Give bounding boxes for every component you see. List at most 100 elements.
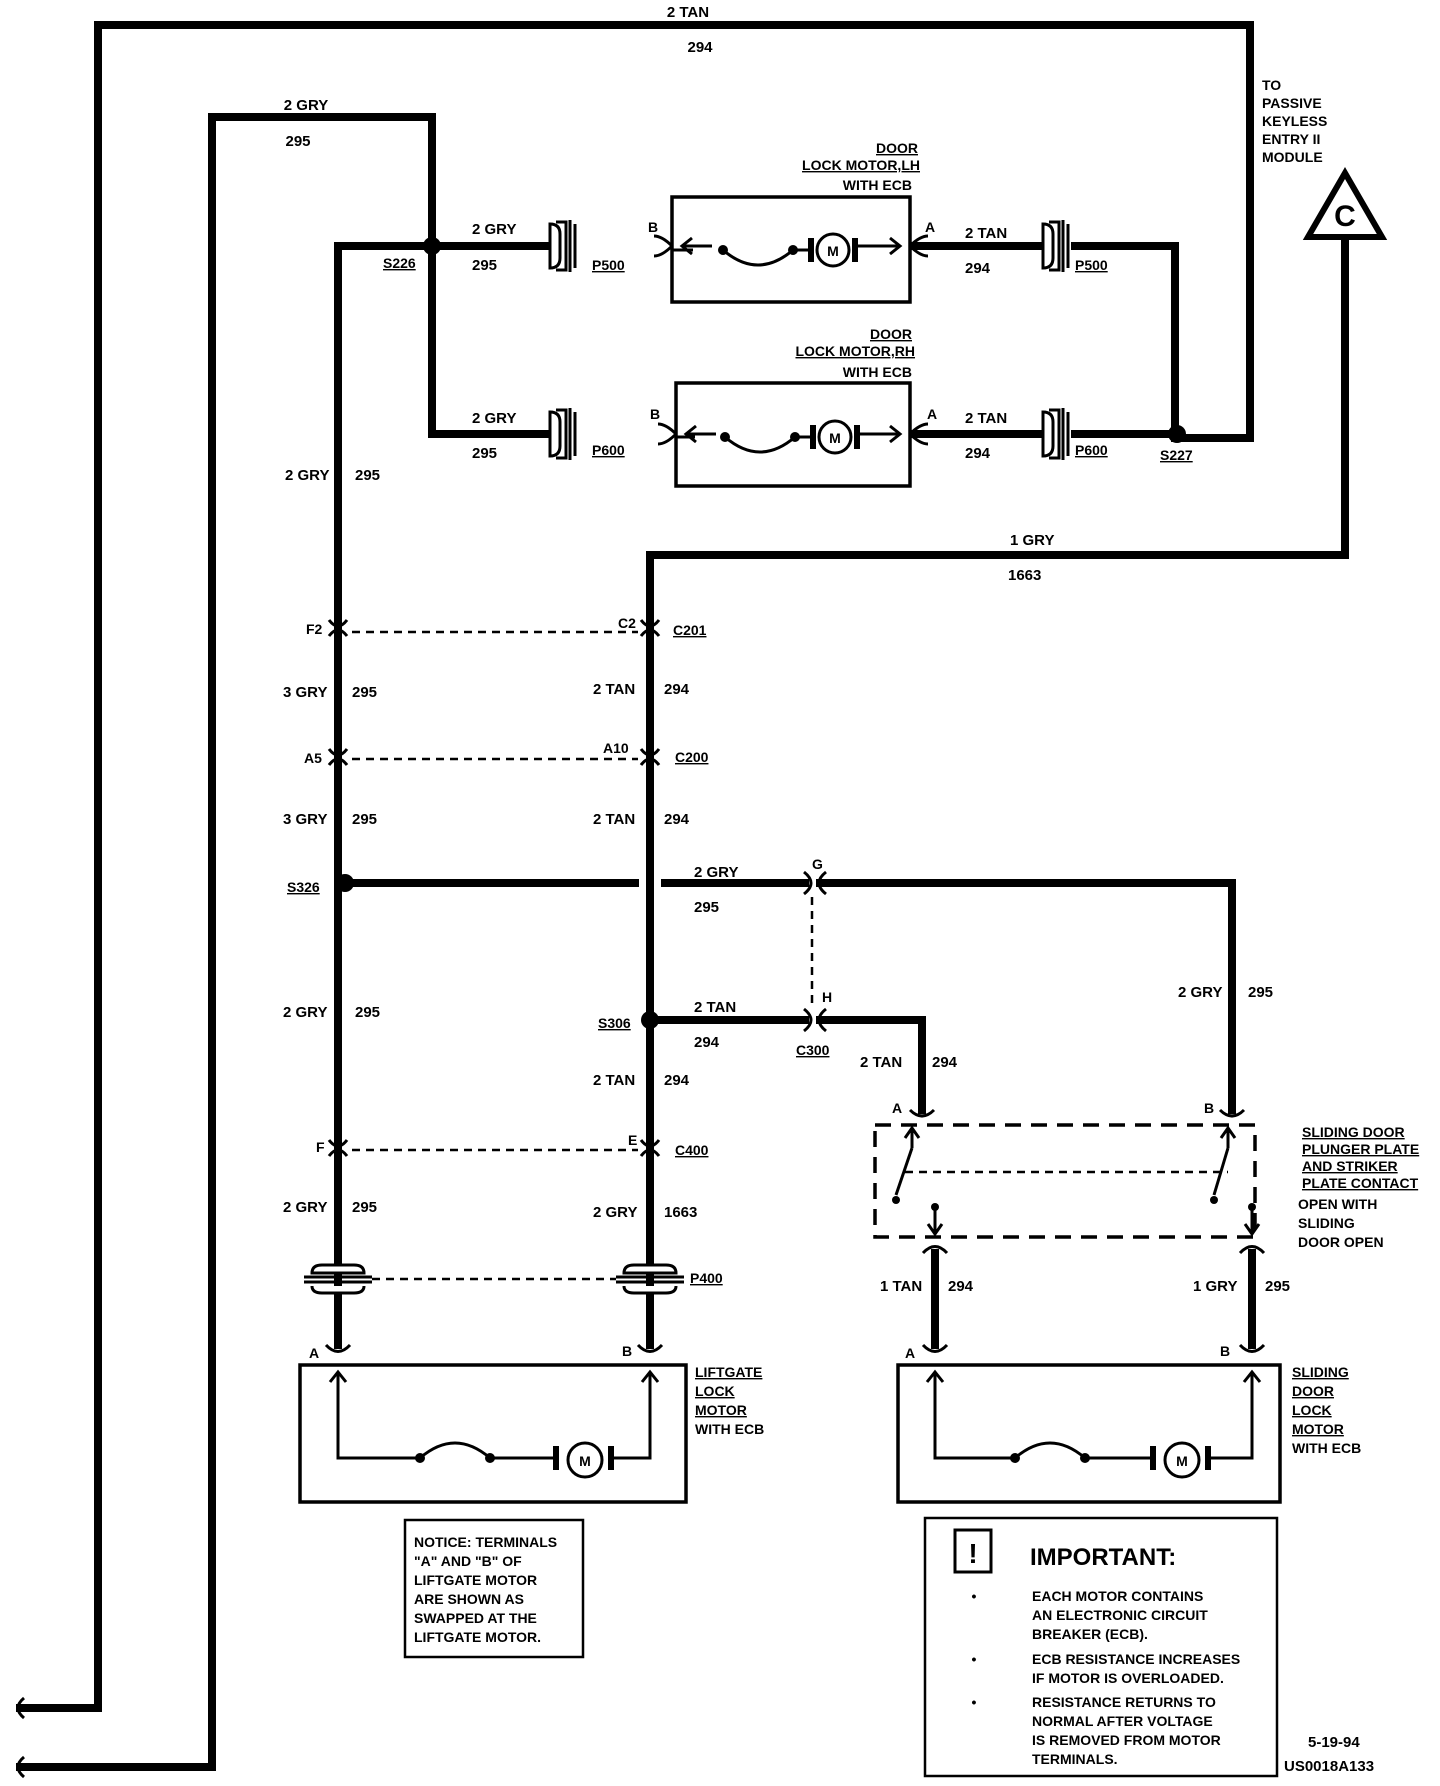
important-line: EACH MOTOR CONTAINS <box>1032 1588 1203 1604</box>
pin-label: H <box>822 989 832 1005</box>
pin-label: B <box>650 406 660 422</box>
liftgate-title: LIFTGATE <box>695 1364 762 1380</box>
wire-label: 2 GRY <box>694 864 738 881</box>
connector-label: C201 <box>673 622 707 638</box>
keyless-label-line: TO <box>1262 77 1281 93</box>
important-line: BREAKER (ECB). <box>1032 1626 1148 1642</box>
wire-label: 294 <box>664 681 690 698</box>
motor-symbol: M <box>829 430 841 446</box>
sliding-motor-title: WITH ECB <box>1292 1440 1361 1456</box>
important-bullet: • <box>972 1651 977 1667</box>
sliding-motor-title: MOTOR <box>1292 1421 1344 1437</box>
wire-label: 2 GRY <box>283 1004 327 1021</box>
wire-label: 2 TAN <box>965 225 1007 242</box>
splice-label: S227 <box>1160 447 1193 463</box>
wire-label: 295 <box>352 684 377 701</box>
lh-motor-title: WITH ECB <box>843 177 912 193</box>
connector-c300-g <box>803 870 827 896</box>
connector-p600-rh-a <box>1041 406 1070 462</box>
splice-s326 <box>336 874 354 892</box>
wire-label: 2 TAN <box>593 681 635 698</box>
wire-label: 2 GRY <box>472 410 516 427</box>
connector-c300-h <box>803 1007 827 1033</box>
wire-label: 3 GRY <box>283 811 327 828</box>
labels: 2 TAN 294 2 GRY 295 TO PASSIVE KEYLESS E… <box>283 4 1419 1775</box>
pin-label: A <box>905 1345 915 1361</box>
wire-label: 1663 <box>664 1204 697 1221</box>
wire-label: 295 <box>355 1004 380 1021</box>
wire-label: 2 TAN <box>965 410 1007 427</box>
wire-label: 294 <box>965 260 991 277</box>
connector-label: P600 <box>592 442 625 458</box>
sliding-door-lock-motor <box>896 1343 1282 1504</box>
contact-title: AND STRIKER <box>1302 1158 1398 1174</box>
splice-s227 <box>1168 425 1186 443</box>
footer-code: US0018A133 <box>1284 1758 1374 1775</box>
contact-title: PLATE CONTACT <box>1302 1175 1419 1191</box>
pin-label: F <box>316 1139 325 1155</box>
rh-motor-title: WITH ECB <box>843 364 912 380</box>
lh-motor-title: LOCK MOTOR,LH <box>802 157 920 173</box>
wire-label: 2 TAN <box>860 1054 902 1071</box>
pin-label: A5 <box>304 750 322 766</box>
keyless-label-line: PASSIVE <box>1262 95 1322 111</box>
wire-label: 2 TAN <box>593 811 635 828</box>
pin-label: A10 <box>603 740 629 756</box>
notice-line: ARE SHOWN AS <box>414 1591 524 1607</box>
pin-label: E <box>628 1132 637 1148</box>
notice-line: LIFTGATE MOTOR <box>414 1572 537 1588</box>
wire-label: 294 <box>694 1034 720 1051</box>
splice-s226 <box>423 237 441 255</box>
wire-label: 2 GRY <box>284 97 328 114</box>
keyless-label-line: KEYLESS <box>1262 113 1327 129</box>
important-title: IMPORTANT: <box>1030 1544 1176 1571</box>
motor-symbol: M <box>579 1453 591 1469</box>
liftgate-title: WITH ECB <box>695 1421 764 1437</box>
splice-s306 <box>641 1011 659 1029</box>
wire-label: 1663 <box>1008 567 1041 584</box>
wire-label: 2 GRY <box>1178 984 1222 1001</box>
connector-label: P500 <box>1075 257 1108 273</box>
pin-label: B <box>648 219 658 235</box>
wire-label: 295 <box>472 257 497 274</box>
connector-label: P400 <box>690 1270 723 1286</box>
liftgate-lock-motor <box>298 1293 688 1504</box>
motor-symbol: M <box>1176 1453 1188 1469</box>
pin-label: A <box>309 1345 319 1361</box>
keyless-label-line: ENTRY II <box>1262 131 1320 147</box>
pin-label: A <box>892 1100 902 1116</box>
connector-p600-rh-b <box>548 406 577 462</box>
wire-label: 294 <box>932 1054 958 1071</box>
wire-label: 2 TAN <box>593 1072 635 1089</box>
important-bullet: • <box>972 1694 977 1710</box>
important-line: TERMINALS. <box>1032 1751 1118 1767</box>
important-line: NORMAL AFTER VOLTAGE <box>1032 1713 1213 1729</box>
important-line: AN ELECTRONIC CIRCUIT <box>1032 1607 1208 1623</box>
wire-label: 295 <box>285 133 310 150</box>
door-lock-motor-lh <box>653 195 929 304</box>
passive-keyless-entry-module-ref: C <box>1302 167 1388 240</box>
splice-label: S306 <box>598 1015 631 1031</box>
wire-label: 3 GRY <box>283 684 327 701</box>
notice-line: "A" AND "B" OF <box>414 1553 522 1569</box>
connector-label: C400 <box>675 1142 709 1158</box>
wire-label: 1 TAN <box>880 1278 922 1295</box>
pin-label: F2 <box>306 621 323 637</box>
important-line: IF MOTOR IS OVERLOADED. <box>1032 1670 1224 1686</box>
wire-label: 295 <box>352 811 377 828</box>
important-icon-frame <box>953 1528 993 1574</box>
wire-label: 2 GRY <box>285 467 329 484</box>
lh-motor-title: DOOR <box>876 140 918 156</box>
pin-label: A <box>925 219 935 235</box>
pin-label: C2 <box>618 615 636 631</box>
contact-title: SLIDING DOOR <box>1302 1124 1405 1140</box>
splice-label: S226 <box>383 255 416 271</box>
wire-label: 2 GRY <box>593 1204 637 1221</box>
wire-label: 294 <box>687 39 713 56</box>
contact-note: SLIDING <box>1298 1215 1355 1231</box>
wire-label: 295 <box>694 899 719 916</box>
important-bullet: • <box>972 1588 977 1604</box>
wire-label: 2 GRY <box>283 1199 327 1216</box>
connector-label: P500 <box>592 257 625 273</box>
